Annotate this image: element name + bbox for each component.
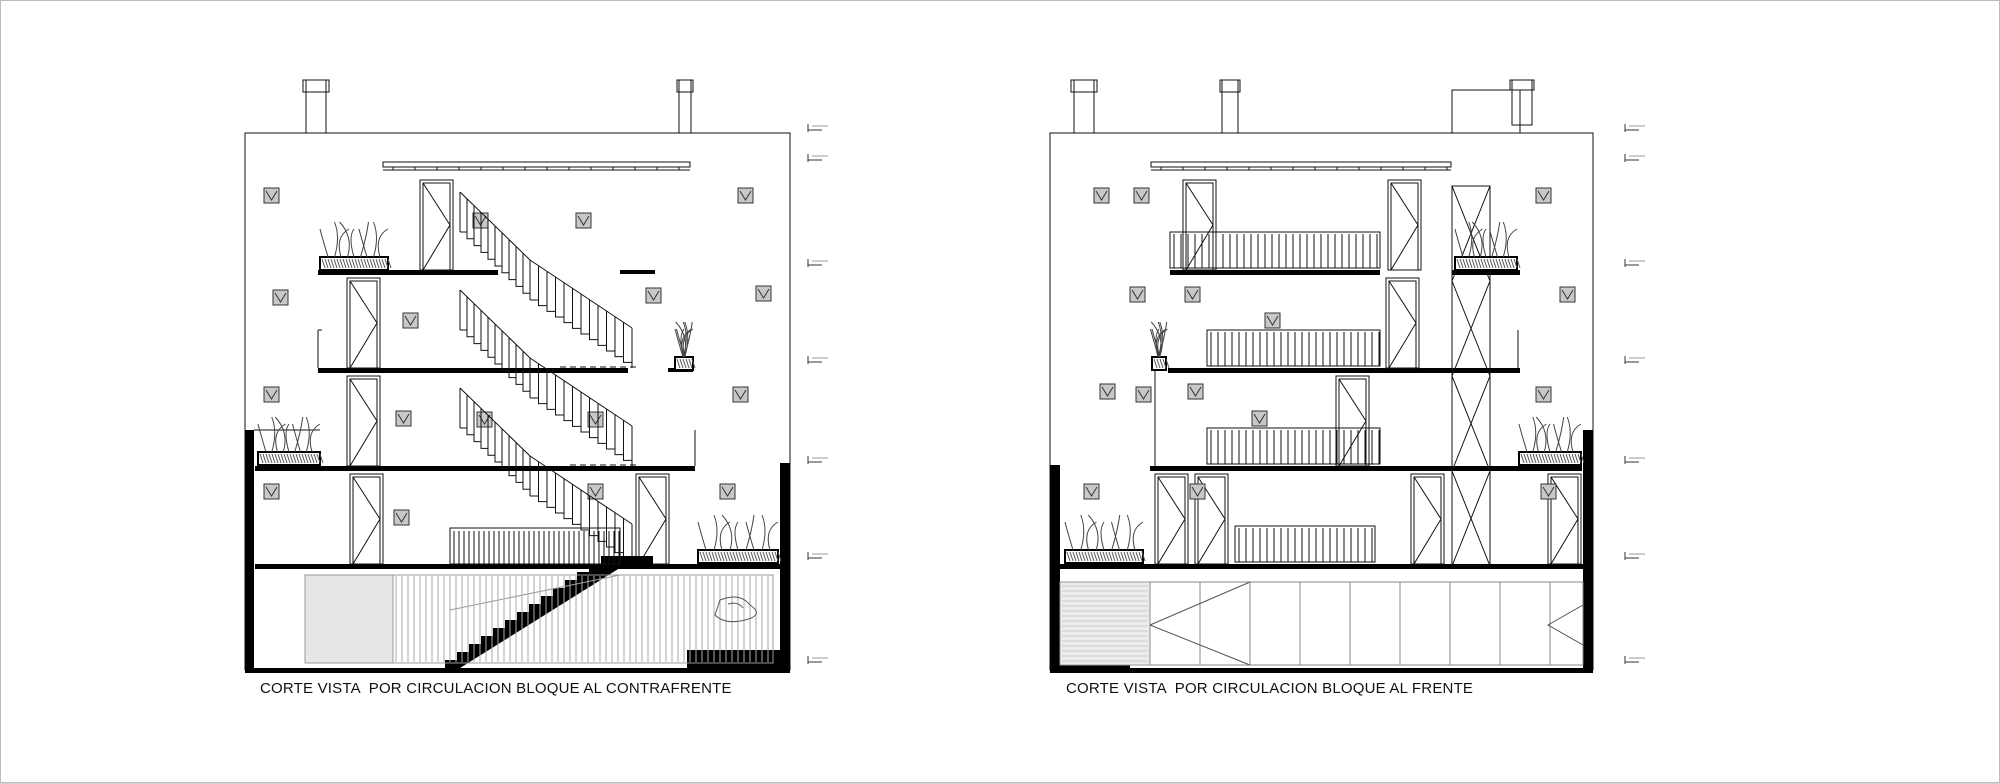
right-level-markers: [1624, 124, 1645, 664]
level-marker: [807, 356, 828, 364]
window: [1135, 386, 1152, 403]
level-marker: [1624, 259, 1645, 267]
window: [476, 411, 493, 428]
level-marker: [807, 124, 828, 132]
level-marker: [1624, 456, 1645, 464]
left-section: [244, 79, 791, 673]
door: [1387, 179, 1422, 271]
door: [1154, 473, 1189, 565]
door: [346, 277, 381, 369]
window: [1083, 483, 1100, 500]
window: [393, 509, 410, 526]
caption-right: CORTE VISTA POR CIRCULACION BLOQUE AL FR…: [1066, 680, 1474, 697]
right-windows: [1083, 187, 1576, 500]
window: [263, 483, 280, 500]
window: [587, 483, 604, 500]
right-section: [1049, 79, 1594, 673]
level-marker: [1624, 656, 1645, 664]
level-marker: [807, 656, 828, 664]
window: [1184, 286, 1201, 303]
stair-flight: [529, 259, 633, 368]
window: [719, 483, 736, 500]
window: [1187, 383, 1204, 400]
door: [419, 179, 454, 271]
door: [635, 473, 670, 565]
window: [395, 410, 412, 427]
door: [346, 375, 381, 467]
left-doors: [346, 179, 670, 565]
window: [1535, 386, 1552, 403]
window: [1535, 187, 1552, 204]
planter: [697, 514, 782, 564]
right-chimneys: [1070, 79, 1535, 134]
planter: [319, 221, 392, 271]
window: [402, 312, 419, 329]
window: [1264, 312, 1281, 329]
level-marker: [1624, 124, 1645, 132]
right-balcony-rails: [1154, 231, 1519, 563]
level-marker: [1624, 552, 1645, 560]
door: [1410, 473, 1445, 565]
level-marker: [807, 552, 828, 560]
window: [1133, 187, 1150, 204]
right-elevator-shaft: [1451, 185, 1491, 567]
right-ground-floor: [1059, 581, 1584, 666]
window: [755, 285, 772, 302]
stair-flight: [459, 289, 531, 398]
window: [1540, 483, 1557, 500]
window: [1099, 383, 1116, 400]
left-ground-floor: [304, 574, 774, 664]
window: [645, 287, 662, 304]
window: [263, 386, 280, 403]
level-marker: [807, 154, 828, 162]
left-landing-rail: [449, 366, 640, 565]
left-planters: [257, 221, 782, 564]
left-level-markers: [807, 124, 828, 664]
window: [1189, 483, 1206, 500]
planter: [674, 321, 696, 371]
window: [263, 187, 280, 204]
left-balcony-rails: [254, 329, 696, 466]
stair-flight: [459, 191, 531, 300]
caption-left: CORTE VISTA POR CIRCULACION BLOQUE AL CO…: [260, 680, 732, 697]
level-marker: [807, 456, 828, 464]
level-marker: [807, 259, 828, 267]
window: [272, 289, 289, 306]
stair-flight: [459, 387, 531, 496]
window: [732, 386, 749, 403]
right-planters: [1064, 221, 1585, 564]
planter: [1518, 416, 1585, 466]
left-staircase: [445, 191, 653, 668]
planter: [1064, 514, 1146, 564]
level-marker: [1624, 154, 1645, 162]
door: [1182, 179, 1217, 271]
level-marker: [1624, 356, 1645, 364]
right-floor-slabs: [1050, 270, 1593, 673]
left-chimneys: [302, 79, 694, 134]
planter: [1150, 321, 1170, 371]
right-roof-pergola: [1150, 161, 1452, 171]
planter: [1454, 221, 1521, 271]
stair-flight: [529, 357, 633, 466]
planter: [257, 416, 324, 466]
door: [1335, 375, 1370, 467]
stair-flight: [529, 455, 633, 564]
window: [737, 187, 754, 204]
window: [1559, 286, 1576, 303]
stair-ground-black: [445, 556, 653, 668]
window: [575, 212, 592, 229]
right-doors: [1154, 179, 1582, 565]
window: [1093, 187, 1110, 204]
left-windows: [263, 187, 772, 526]
window: [1251, 410, 1268, 427]
door: [1385, 277, 1420, 369]
window: [587, 411, 604, 428]
door: [1547, 473, 1582, 565]
door: [349, 473, 384, 565]
left-roof-pergola: [382, 161, 691, 171]
window: [1129, 286, 1146, 303]
